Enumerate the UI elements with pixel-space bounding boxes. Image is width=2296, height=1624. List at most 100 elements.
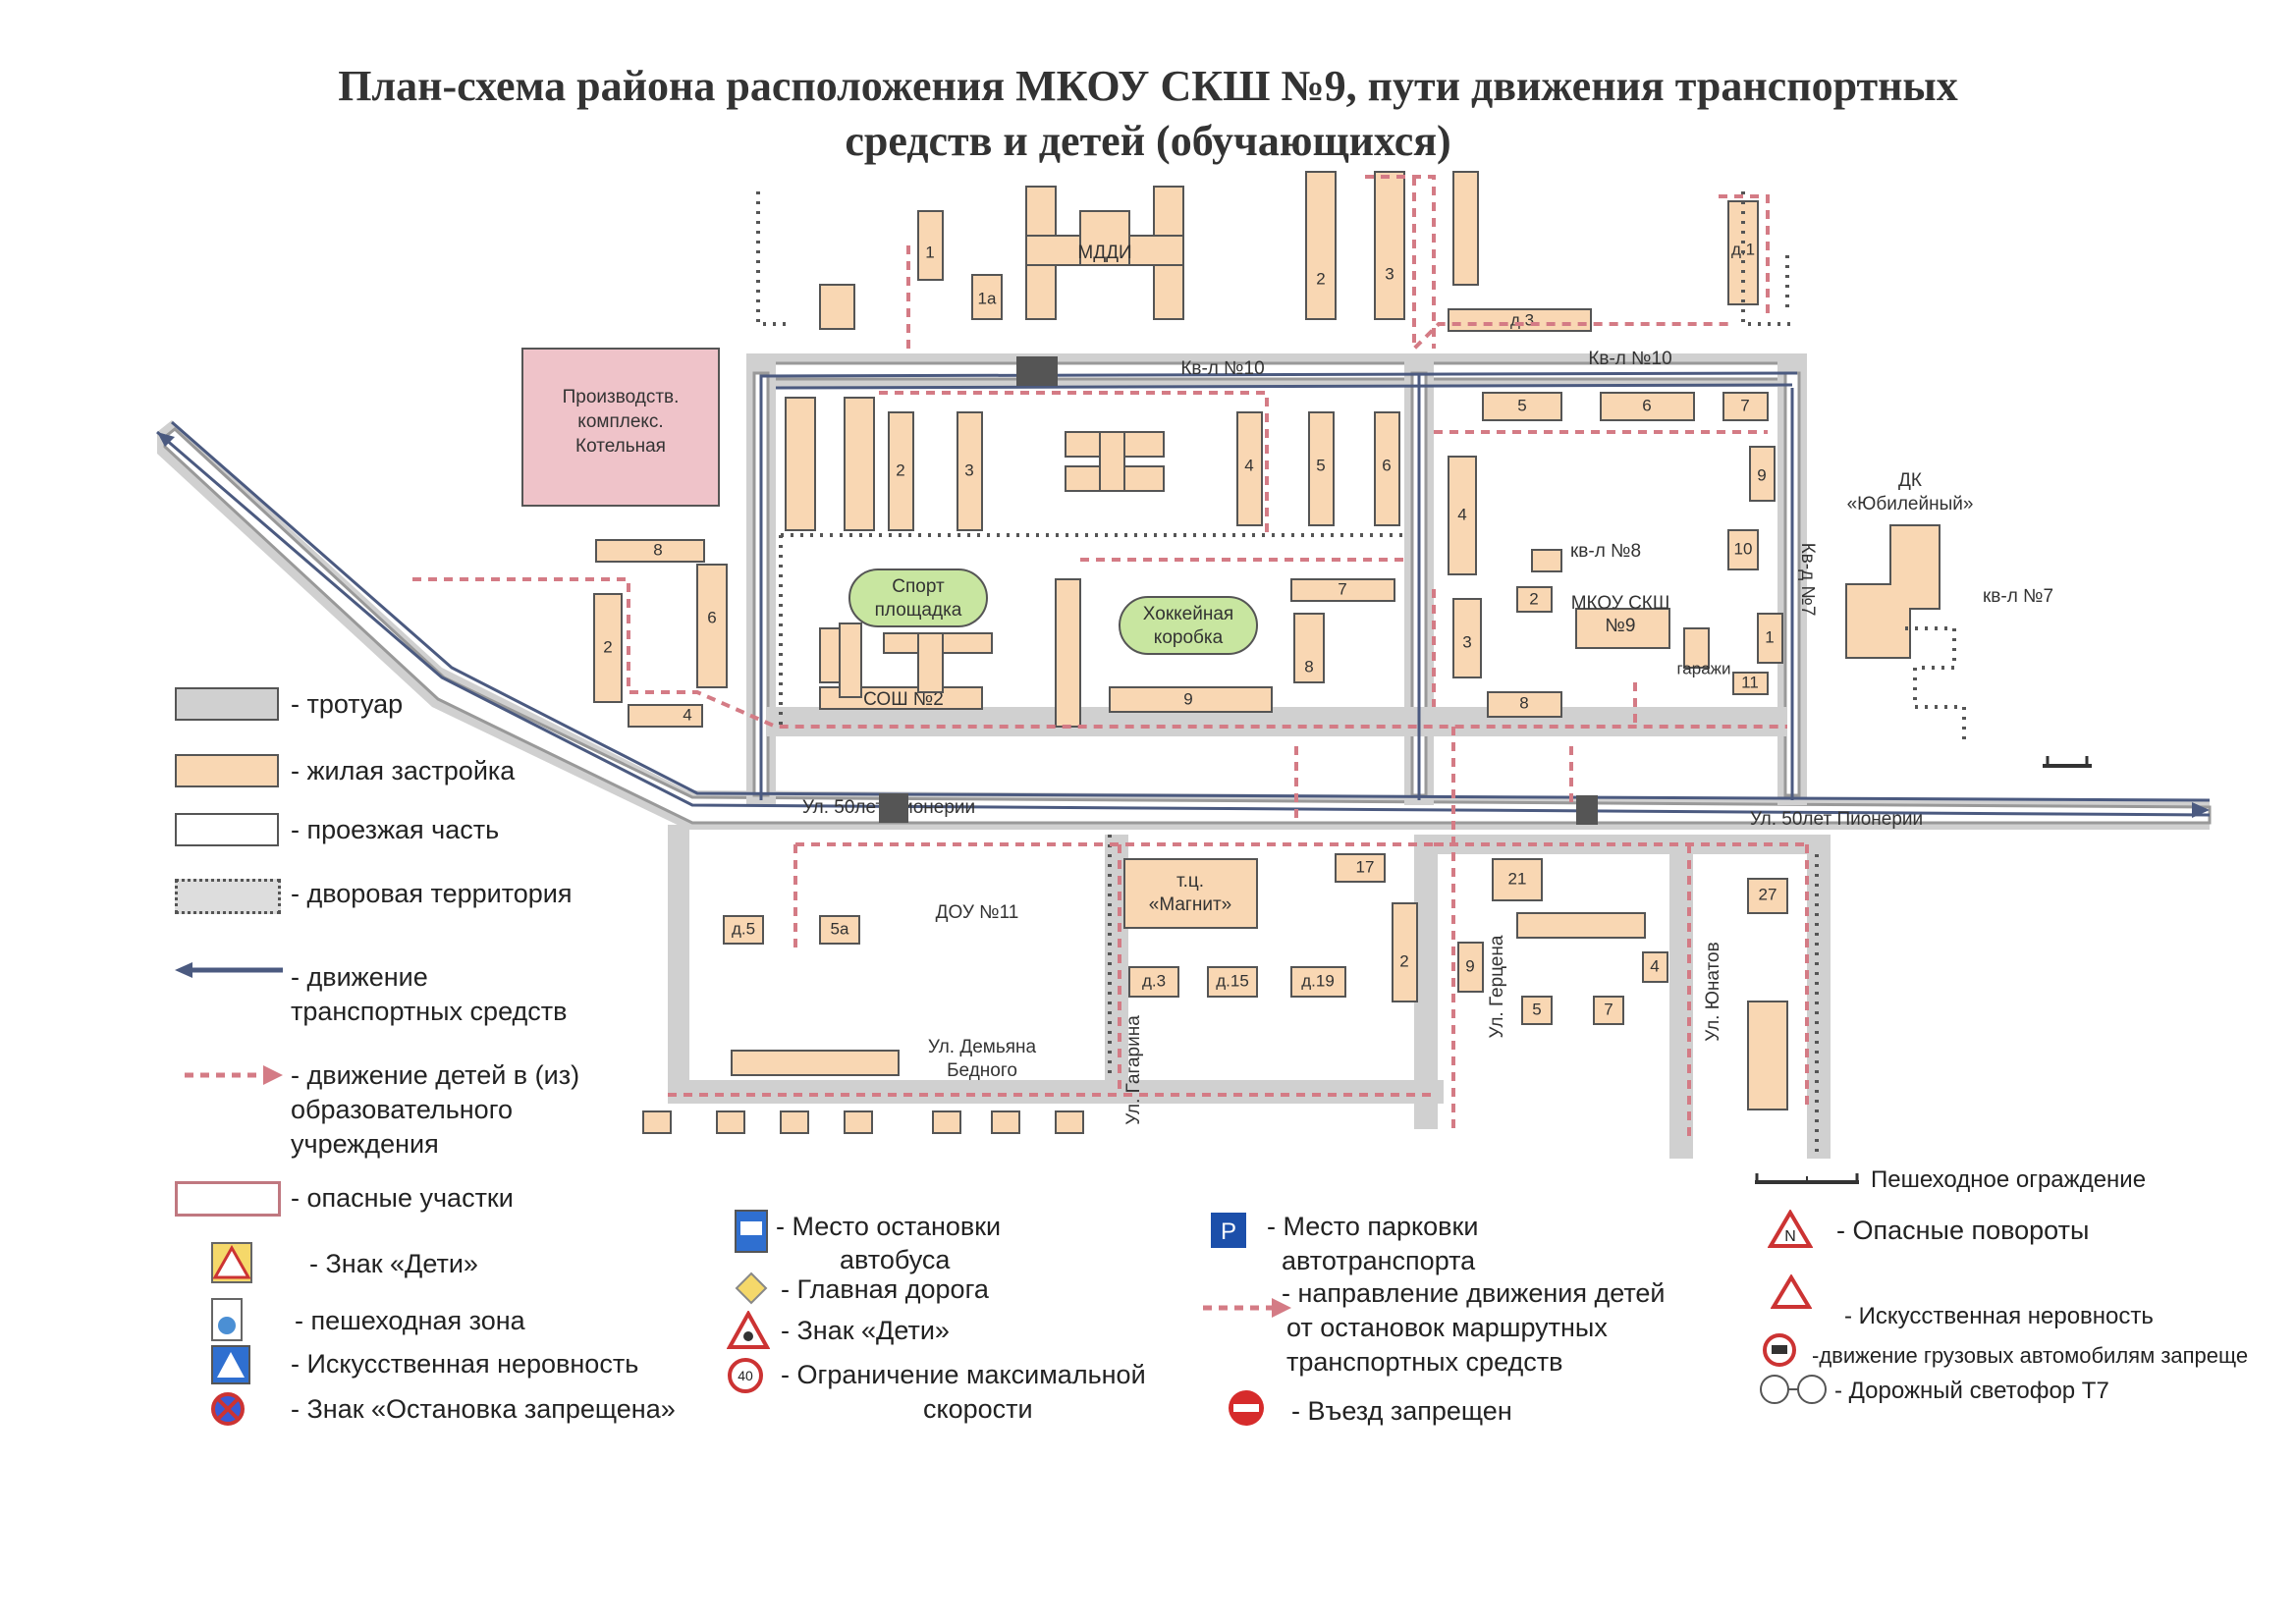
hockey-label-1: Хоккейная	[1143, 604, 1233, 624]
legend-nostop-icon	[211, 1392, 245, 1426]
svg-text:9: 9	[1183, 689, 1192, 708]
legend-danger-swatch	[175, 1181, 281, 1217]
svg-text:1: 1	[925, 243, 934, 261]
legend-housing-swatch	[175, 754, 279, 787]
legend-children-3: учреждения	[291, 1129, 439, 1159]
legend-bus-icon	[735, 1210, 768, 1253]
legend-traffic-light-icon	[1760, 1375, 1827, 1404]
svg-text:кв-л №7: кв-л №7	[1983, 586, 2053, 607]
svg-text:7: 7	[1604, 1000, 1613, 1018]
svg-text:Ул. Гагарина: Ул. Гагарина	[1123, 1015, 1144, 1125]
legend-danger: - опасные участки	[291, 1183, 514, 1213]
legend-bump-icon	[211, 1345, 250, 1384]
legend-pedestrian-zone-icon	[211, 1298, 243, 1341]
children-routes	[412, 175, 1809, 1139]
sport-label-1: Спорт	[892, 576, 945, 597]
legend-children-sign: - Знак «Дети»	[309, 1249, 478, 1278]
legend-sidewalk: - тротуар	[291, 689, 404, 719]
sport-label-2: площадка	[875, 600, 962, 621]
legend-fence-icon	[1755, 1173, 1859, 1184]
svg-text:N: N	[1784, 1228, 1796, 1245]
svg-text:д.3: д.3	[1510, 310, 1534, 329]
svg-text:Ул. Демьяна: Ул. Демьяна	[928, 1037, 1037, 1057]
svg-text:P: P	[1221, 1218, 1236, 1245]
legend-pedestrian: - пешеходная зона	[295, 1306, 525, 1335]
legend-vehicle-1: - движение	[291, 962, 428, 992]
svg-text:6: 6	[1642, 396, 1651, 414]
legend-parking-icon: P	[1211, 1213, 1246, 1248]
factory-label-1: Производств.	[563, 387, 680, 407]
svg-text:Кв-д №7: Кв-д №7	[1797, 543, 1818, 617]
legend-noentry: - Въезд запрещен	[1291, 1396, 1512, 1426]
legend-bus-direction-2: от остановок маршрутных	[1286, 1313, 1608, 1342]
legend-children-2: образовательного	[291, 1095, 513, 1124]
factory-label-2: комплекс.	[577, 411, 663, 432]
svg-text:д.5: д.5	[732, 919, 755, 938]
legend-speed-icon: 40	[728, 1358, 763, 1393]
svg-text:4: 4	[1244, 456, 1253, 474]
legend-yard: - дворовая территория	[291, 879, 573, 908]
svg-text:кв-л №8: кв-л №8	[1570, 541, 1641, 562]
svg-text:4: 4	[683, 705, 691, 724]
legend-fence: Пешеходное ограждение	[1871, 1166, 2147, 1193]
traffic-lights	[879, 356, 1598, 825]
legend-traffic-light: - Дорожный светофор Т7	[1834, 1378, 2109, 1404]
sosh2-label: СОШ №2	[863, 689, 944, 710]
magnit-label-2: «Магнит»	[1149, 894, 1231, 915]
svg-text:9: 9	[1757, 465, 1766, 484]
legend-bus-direction-arrow	[1203, 1298, 1291, 1318]
hockey-rink	[1119, 596, 1258, 655]
legend-dangerous-turns-icon: N	[1768, 1210, 1813, 1248]
legend-bus-direction-1: - направление движения детей	[1282, 1278, 1666, 1308]
svg-text:7: 7	[1338, 579, 1346, 598]
legend-road-swatch	[175, 813, 279, 846]
yard-territories	[756, 191, 1966, 1159]
legend-main-road: - Главная дорога	[781, 1274, 989, 1304]
svg-text:2: 2	[1316, 269, 1325, 288]
svg-text:10: 10	[1734, 539, 1753, 558]
legend-nostop: - Знак «Остановка запрещена»	[291, 1394, 676, 1424]
legend-children-arrow	[185, 1065, 283, 1085]
svg-text:Ул. Герцена: Ул. Герцена	[1487, 935, 1507, 1038]
svg-text:Кв-л №10: Кв-л №10	[1588, 349, 1671, 369]
hockey-label-2: коробка	[1154, 627, 1224, 648]
legend-parking-2: автотранспорта	[1282, 1246, 1476, 1275]
svg-text:2: 2	[896, 460, 904, 479]
legend-bump-triangle: - Искусственная неровность	[1844, 1303, 2154, 1329]
legend-no-trucks-icon	[1763, 1333, 1796, 1367]
legend-children-triangle-icon	[727, 1311, 770, 1349]
legend-bump: - Искусственная неровность	[291, 1349, 639, 1379]
page-title: План-схема района расположения МКОУ СКШ …	[338, 62, 1958, 110]
svg-text:2: 2	[1529, 589, 1538, 608]
factory-block	[521, 348, 720, 507]
svg-text:4: 4	[1457, 505, 1466, 523]
legend-vehicle-arrow	[175, 962, 283, 978]
buildings: 1 1а МДДИ 2 3 д.3 д.1 2 3 4 5 6 7	[593, 171, 1941, 1134]
legend-bump-triangle-icon	[1771, 1274, 1812, 1309]
legend-speed-1: - Ограничение максимальной	[781, 1360, 1146, 1389]
svg-text:Ул. 50лет Пионерии: Ул. 50лет Пионерии	[1750, 809, 1923, 830]
legend-bus-direction-3: транспортных средств	[1286, 1347, 1563, 1377]
legend-noentry-icon	[1229, 1390, 1264, 1426]
page-subtitle: средств и детей (обучающихся)	[845, 117, 1451, 165]
svg-text:27: 27	[1759, 885, 1777, 903]
svg-text:ДОУ №11: ДОУ №11	[936, 902, 1019, 923]
svg-text:6: 6	[707, 608, 716, 626]
legend-children-sign-icon	[211, 1242, 252, 1283]
factory-label-3: Котельная	[575, 436, 666, 457]
legend-parking-1: - Место парковки	[1267, 1212, 1479, 1241]
school9-label-1: МКОУ СКШ	[1571, 593, 1670, 614]
mddi-label: МДДИ	[1077, 243, 1131, 263]
school9-label-2: №9	[1606, 616, 1636, 636]
legend-sidewalk-swatch	[175, 687, 279, 721]
street-labels: Кв-л №10 Кв-л №10 кв-л №8 кв-л №7 Кв-д №…	[802, 349, 2053, 1125]
svg-text:д.3: д.3	[1142, 971, 1166, 990]
svg-text:3: 3	[1385, 264, 1394, 283]
svg-text:1: 1	[1765, 627, 1774, 646]
legend-children-1: - движение детей в (из)	[291, 1060, 580, 1090]
svg-text:гаражи: гаражи	[1676, 659, 1730, 677]
magnit-label-1: т.ц.	[1176, 871, 1204, 892]
legend-children-triangle: - Знак «Дети»	[781, 1316, 950, 1345]
legend-main-road-icon	[735, 1272, 768, 1305]
